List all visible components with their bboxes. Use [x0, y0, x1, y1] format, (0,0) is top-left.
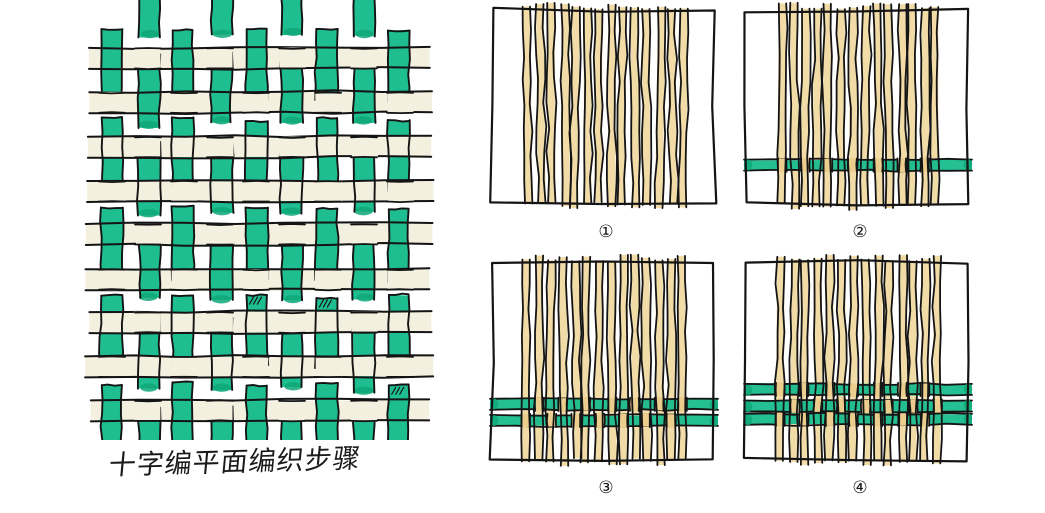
step-panel-3[interactable]: ③ [478, 252, 734, 508]
step-1-drawing [489, 2, 718, 209]
step-2-label: ② [852, 222, 868, 242]
step-panel-4[interactable]: ④ [732, 252, 988, 508]
step-4-label: ④ [852, 478, 868, 498]
step-panel-1[interactable]: ① [478, 0, 734, 256]
step-2-drawing [743, 1, 973, 211]
weave-sample-caption: 十字编平面编织步骤 [107, 443, 363, 482]
finished-weave-sample: 十字编平面编织步骤 [0, 0, 470, 513]
step-4-drawing [742, 254, 973, 467]
step-3-label: ③ [598, 478, 614, 498]
step-panel-grid: ① ② ③ ④ [472, 0, 1045, 513]
step-panel-2[interactable]: ② [732, 0, 988, 256]
step-1-label: ① [598, 222, 614, 242]
step-3-drawing [488, 253, 719, 467]
weave-sample-drawing [84, 0, 435, 483]
